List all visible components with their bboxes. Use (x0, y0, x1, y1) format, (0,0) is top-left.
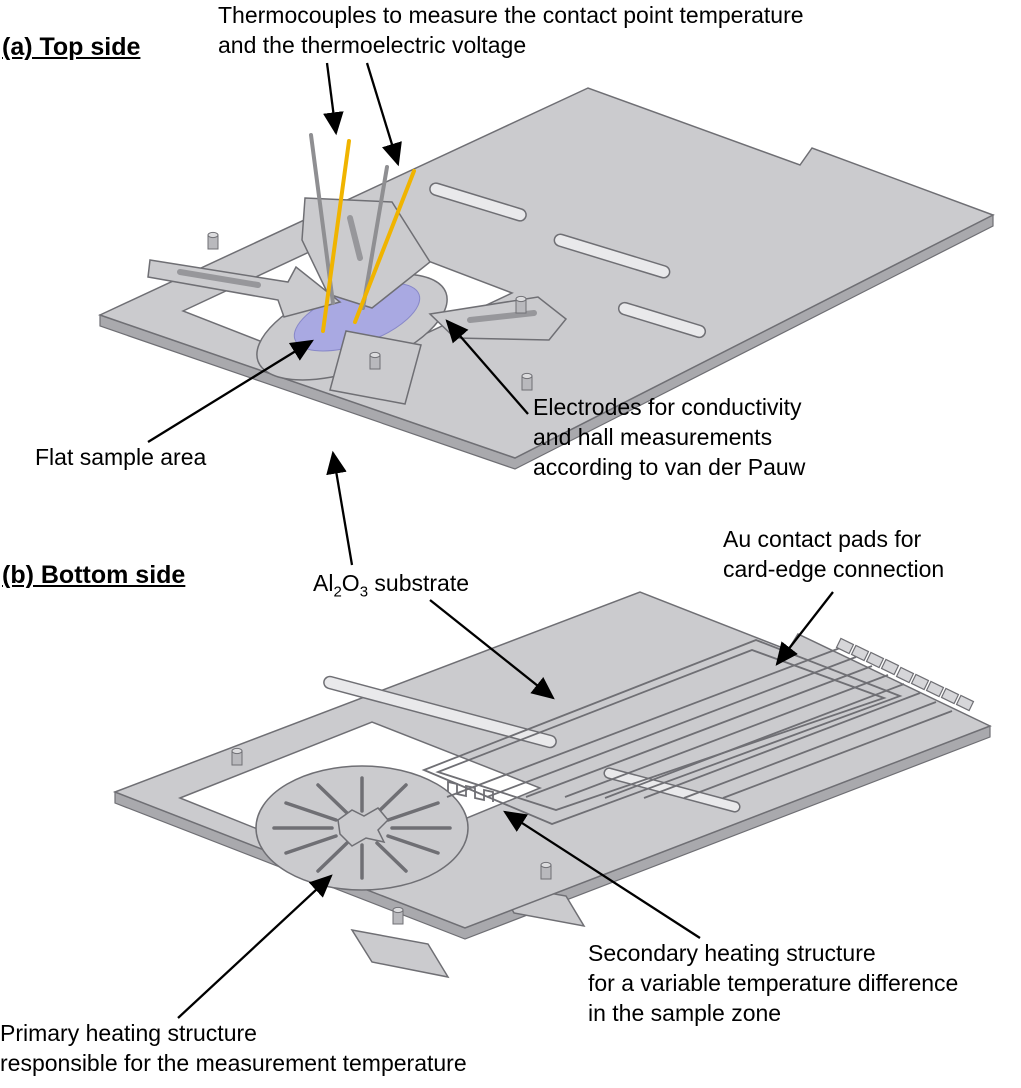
substrate-text: substrate (368, 570, 470, 596)
annotation-line: in the sample zone (588, 1000, 782, 1026)
fixing-pin (392, 906, 404, 925)
thermocouple-wires (309, 133, 416, 333)
secondary-heater-meander (447, 780, 494, 802)
plate-b-guide-slots (323, 675, 741, 813)
annotation-arrows (147, 62, 834, 1019)
annotation-substrate: Al2O3 substrate (313, 568, 469, 608)
annotation-secondary-heater: Secondary heating structure for a variab… (588, 938, 958, 1028)
electrode-arm-top (301, 197, 431, 309)
panel-b-label: (b) Bottom side (2, 561, 186, 589)
annotation-line: Au contact pads for (723, 526, 922, 552)
arrow-thermocouple-2 (365, 62, 402, 167)
annotation-thermocouples: Thermocouples to measure the contact poi… (218, 0, 804, 60)
fixing-pin (207, 231, 219, 250)
arrow-au-pads (775, 591, 834, 666)
annotation-line: Secondary heating structure (588, 940, 876, 966)
plate-b-tab (350, 928, 450, 979)
primary-heater-meander (272, 776, 452, 880)
substrate-text: O (341, 570, 360, 596)
annotation-line: for a variable temperature difference (588, 970, 959, 996)
annotation-line: according to van der Pauw (533, 454, 806, 480)
arrow-flat-sample (147, 339, 314, 443)
substrate-sub: 2 (333, 583, 342, 601)
arrow-substrate-down (429, 599, 555, 700)
arrow-secondary (503, 810, 701, 939)
annotation-primary-heater: Primary heating structure responsible fo… (0, 1018, 467, 1078)
bottom-side-plate-illustration (112, 591, 992, 979)
panel-a-label: (a) Top side (2, 33, 141, 61)
substrate-sub: 3 (359, 583, 369, 601)
substrate-text: Al (313, 570, 334, 596)
fixing-pin (231, 747, 243, 766)
annotation-au-pads: Au contact pads for card-edge connection (723, 524, 944, 584)
fixing-pin (521, 372, 533, 391)
fixing-pin (540, 861, 552, 880)
fixing-pin (515, 295, 527, 314)
plate-b-face (112, 591, 992, 929)
annotation-line: Thermocouples to measure the contact poi… (218, 2, 804, 28)
annotation-line: and the thermoelectric voltage (218, 32, 527, 58)
au-contact-pads (835, 637, 975, 712)
annotation-line: and hall measurements (533, 424, 773, 450)
annotation-line: card-edge connection (723, 556, 945, 582)
secondary-heater-circuit (421, 639, 903, 825)
annotation-line: responsible for the measurement temperat… (0, 1050, 467, 1076)
arrow-primary (177, 874, 333, 1019)
arrow-electrodes (445, 319, 529, 415)
annotation-line: Primary heating structure (0, 1020, 257, 1046)
plate-a-guide-slots (429, 182, 707, 339)
annotation-line: Flat sample area (35, 444, 207, 470)
annotation-electrodes: Electrodes for conductivity and hall mea… (533, 392, 805, 482)
annotation-flat-sample: Flat sample area (35, 442, 206, 472)
gold-traces (446, 647, 953, 799)
arrow-thermocouple-1 (323, 62, 344, 136)
fixing-pin (369, 351, 381, 370)
arrow-substrate-up (326, 450, 354, 566)
annotation-line: Electrodes for conductivity (533, 394, 802, 420)
